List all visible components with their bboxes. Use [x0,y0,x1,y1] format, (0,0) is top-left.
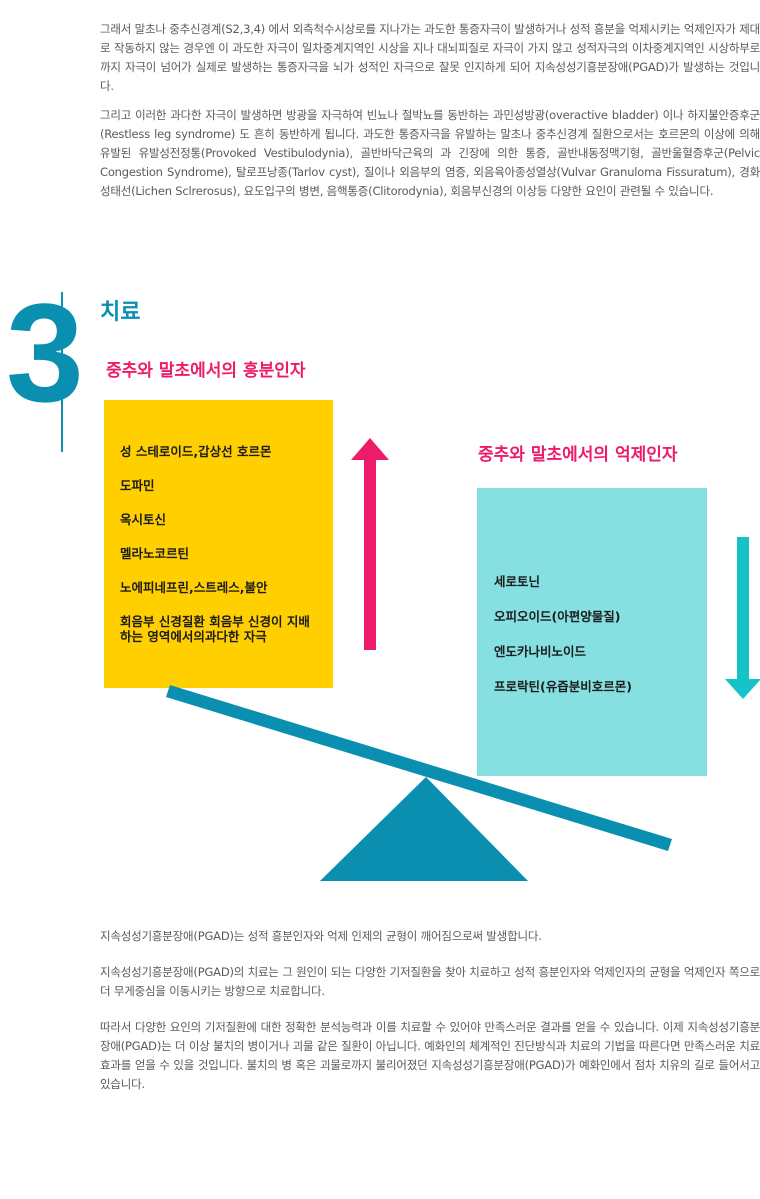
list-item: 도파민 [120,478,155,493]
section-divider [61,292,63,452]
inhibitory-box [477,488,707,776]
intro-paragraph-2: 그리고 이러한 과다한 자극이 발생하면 방광을 자극하여 빈뇨나 절박뇨를 동… [100,108,760,198]
list-item: 프로락틴(유즙분비호르몬) [494,679,632,694]
excitatory-box [104,400,333,688]
arrow-up-icon [351,438,389,650]
list-item: 세로토닌 [494,574,541,589]
inhibitory-list: 세로토닌 오피오이드(아편양물질) 엔도카나비노이드 프로락틴(유즙분비호르몬) [494,574,694,714]
list-item: 회음부 신경질환 회음부 신경이 지배하는 영역에서의과다한 자극 [120,614,310,644]
excitatory-list: 성 스테로이드,갑상선 호르몬 도파민 옥시토신 멜라노코르틴 노에피네프린,스… [120,444,320,663]
excitatory-title: 중추와 말초에서의 흥분인자 [106,361,306,381]
inhibitory-title: 중추와 말초에서의 억제인자 [478,445,678,465]
scale-beam [166,685,672,851]
list-item: 멜라노코르틴 [120,546,190,561]
list-item: 옥시토신 [120,512,167,527]
outro-paragraph-1: 지속성성기흥분장애(PGAD)는 성적 흥분인자와 억제 인제의 균형이 깨어짐… [100,929,542,943]
outro-paragraph-3: 따라서 다양한 요인의 기저질환에 대한 정확한 분석능력과 이를 치료할 수 … [100,1020,760,1091]
arrow-down-icon [725,537,760,699]
list-item: 노에피네프린,스트레스,불안 [120,580,268,595]
section-title: 치료 [100,300,141,325]
section-number: 3 [6,274,84,431]
list-item: 오피오이드(아편양물질) [494,609,621,624]
balance-scale-icon [166,685,672,881]
list-item: 성 스테로이드,갑상선 호르몬 [120,444,272,459]
scale-fulcrum [320,777,528,881]
intro-paragraph-1: 그래서 말초나 중추신경계(S2,3,4) 에서 외측척수시상로를 지나가는 과… [100,22,760,93]
list-item: 엔도카나비노이드 [494,644,587,659]
outro-paragraph-2: 지속성성기흥분장애(PGAD)의 치료는 그 원인이 되는 다양한 기저질환을 … [100,965,760,998]
